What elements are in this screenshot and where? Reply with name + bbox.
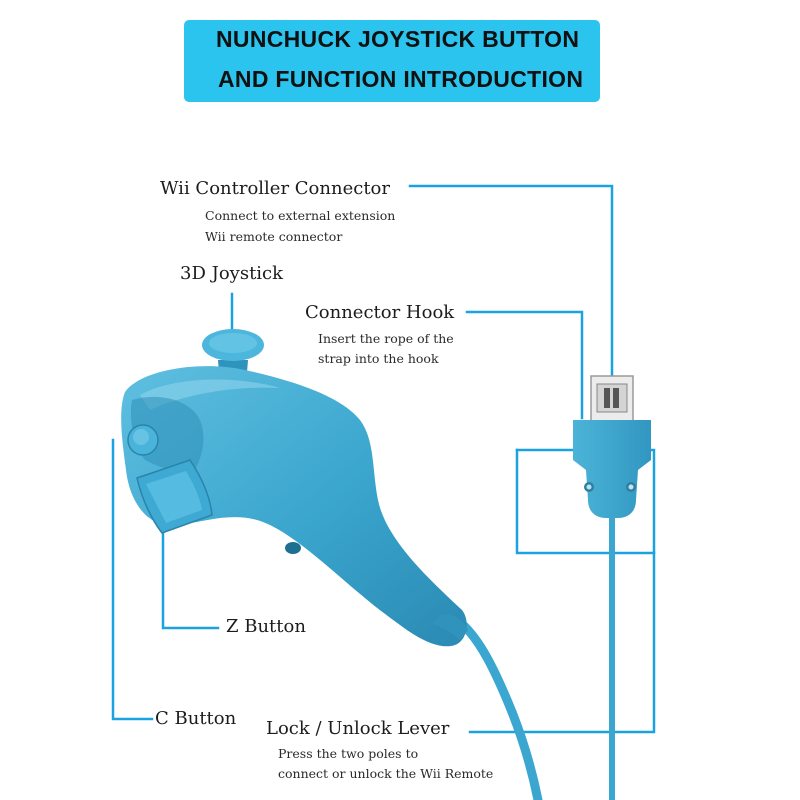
callout-line-hook bbox=[465, 310, 584, 420]
connector-desc-line-2: Wii remote connector bbox=[205, 229, 343, 244]
title-banner: NUNCHUCK JOYSTICK BUTTON AND FUNCTION IN… bbox=[184, 20, 600, 102]
callout-line-c bbox=[111, 438, 154, 721]
connector-desc-line-1: Connect to external extension bbox=[205, 208, 396, 223]
banner-title-line-2: AND FUNCTION INTRODUCTION bbox=[218, 66, 584, 92]
connector-title: Wii Controller Connector bbox=[160, 178, 390, 199]
hook-title: Connector Hook bbox=[305, 302, 455, 323]
hook-desc-line-1: Insert the rope of the bbox=[318, 331, 454, 346]
hook-desc-line-2: strap into the hook bbox=[318, 351, 439, 366]
callout-line-lock-right bbox=[468, 551, 656, 734]
callout-line-z bbox=[161, 485, 220, 630]
c-button-title: C Button bbox=[155, 708, 237, 729]
lock-lever-title: Lock / Unlock Lever bbox=[266, 718, 450, 739]
lock-lever-desc-line-2: connect or unlock the Wii Remote bbox=[278, 766, 494, 781]
joystick-title: 3D Joystick bbox=[180, 263, 284, 284]
controller-cable bbox=[457, 619, 543, 800]
nunchuck-body bbox=[121, 329, 468, 647]
z-button-title: Z Button bbox=[226, 616, 306, 637]
callout-line-connector bbox=[408, 184, 614, 385]
connector-plug bbox=[573, 375, 651, 518]
lock-lever-desc-line-1: Press the two poles to bbox=[278, 746, 419, 761]
banner-title-line-1: NUNCHUCK JOYSTICK BUTTON bbox=[216, 26, 580, 52]
